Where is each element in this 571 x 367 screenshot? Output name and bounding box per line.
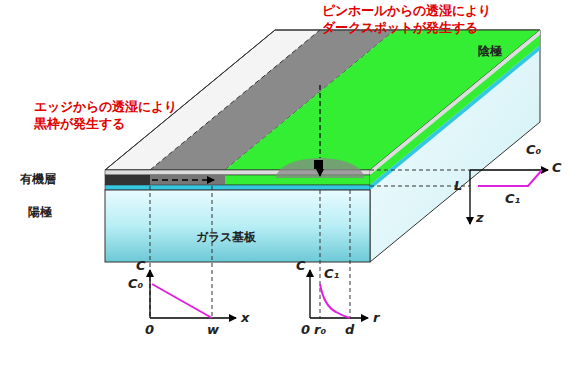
axis-name: C bbox=[136, 258, 146, 273]
axis-value: C₁ bbox=[324, 266, 339, 281]
axis-value: 0 bbox=[301, 322, 310, 337]
axis-value: C₀ bbox=[526, 142, 541, 157]
part-name: 有機層 bbox=[20, 172, 56, 187]
axis-name: r bbox=[373, 310, 379, 325]
axis-value: C₁ bbox=[505, 191, 520, 206]
axis-value: C₀ bbox=[128, 276, 143, 291]
axis-value: 0 bbox=[145, 322, 154, 337]
warning-note: ピンホールからの透湿により ダークスポットが発生する bbox=[322, 2, 500, 36]
axis-name: x bbox=[241, 310, 249, 325]
axis-name: z bbox=[476, 210, 484, 225]
axis-value: d bbox=[345, 322, 354, 337]
axis-value: r₀ bbox=[314, 322, 326, 337]
part-name: 陰極 bbox=[478, 44, 502, 59]
dimension: L bbox=[454, 178, 462, 193]
part-name: 陽極 bbox=[28, 205, 52, 220]
warning-note: エッジからの透湿により 黒枠が発生する bbox=[34, 98, 186, 132]
axis-name: C bbox=[296, 258, 306, 273]
axis-value: w bbox=[207, 322, 219, 337]
axis-name: C bbox=[552, 160, 562, 175]
part-name: ガラス基板 bbox=[196, 230, 256, 245]
